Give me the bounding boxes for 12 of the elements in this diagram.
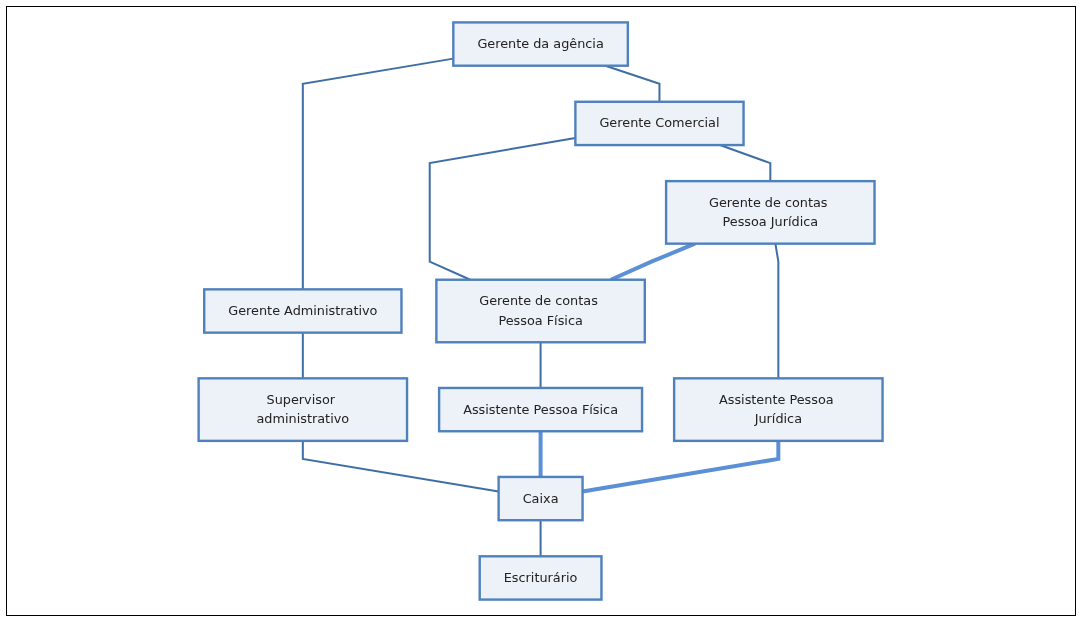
node-box: Gerente da agência [452, 21, 630, 67]
node-box: Assistente Pessoa Física [438, 386, 644, 433]
node-box: Escriturário [478, 555, 604, 601]
node-box: Gerente de contas Pessoa Física [435, 278, 647, 344]
node-box: Gerente de contas Pessoa Jurídica [665, 179, 877, 245]
connector [582, 440, 781, 494]
node-box: Supervisor administrativo [197, 377, 409, 443]
node-box: Caixa [497, 475, 585, 522]
node-box: Assistente Pessoa Jurídica [673, 377, 885, 443]
connector [539, 431, 543, 477]
node-box: Gerente Administrativo [203, 288, 404, 334]
node-box: Gerente Comercial [574, 100, 746, 147]
